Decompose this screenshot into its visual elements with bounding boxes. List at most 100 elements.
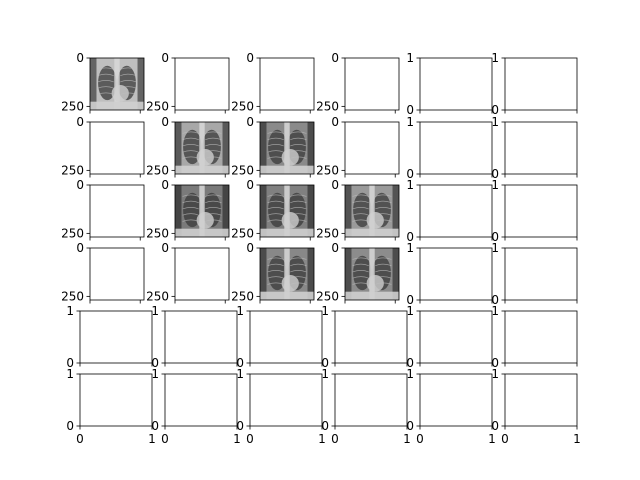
y-tick-label: 250 bbox=[61, 226, 84, 240]
xray-edge-right bbox=[307, 248, 314, 300]
axes-face bbox=[90, 122, 144, 174]
xray-heart bbox=[366, 212, 384, 229]
xray-rib bbox=[375, 207, 392, 210]
axes-frame bbox=[249, 310, 323, 364]
xray-rib bbox=[352, 213, 369, 216]
y-tick-label: 250 bbox=[146, 226, 169, 240]
axes-face bbox=[260, 58, 314, 110]
axes-frame bbox=[79, 310, 153, 364]
xray-rib bbox=[290, 144, 307, 147]
xray-rib bbox=[267, 131, 284, 134]
axes-face bbox=[80, 374, 152, 426]
xray-edge-right bbox=[137, 58, 144, 110]
xray-heart bbox=[111, 85, 129, 102]
y-tick-label: 1 bbox=[491, 115, 499, 129]
xray-rib bbox=[267, 144, 284, 147]
x-tick-label: 0 bbox=[76, 432, 84, 446]
y-tick-label: 0 bbox=[331, 51, 339, 65]
axes-face bbox=[420, 374, 492, 426]
y-tick-label: 250 bbox=[316, 99, 339, 113]
xray-rib bbox=[375, 219, 392, 222]
axes-frame bbox=[504, 121, 578, 175]
axes-frame bbox=[259, 121, 315, 175]
xray-rib bbox=[290, 194, 307, 197]
x-tick-label: 0 bbox=[416, 432, 424, 446]
axes-face bbox=[505, 311, 577, 363]
xray-rib bbox=[290, 131, 307, 134]
xray-rib bbox=[375, 276, 392, 279]
xray-rib bbox=[205, 219, 222, 222]
y-tick-label: 0 bbox=[76, 241, 84, 255]
xray-rib bbox=[352, 219, 369, 222]
axes-face bbox=[345, 58, 399, 110]
xray-abdomen bbox=[345, 291, 399, 300]
xray-image bbox=[175, 122, 229, 174]
axes-face bbox=[505, 374, 577, 426]
y-tick-label: 0 bbox=[406, 103, 414, 117]
xray-rib bbox=[375, 200, 392, 204]
y-tick-label: 1 bbox=[491, 304, 499, 318]
axes-frame bbox=[89, 184, 145, 238]
y-tick-label: 0 bbox=[321, 356, 329, 370]
y-tick-label: 0 bbox=[236, 419, 244, 433]
xray-rib bbox=[267, 282, 284, 285]
axes-frame bbox=[344, 184, 400, 238]
xray-rib bbox=[97, 67, 114, 70]
xray-edge-right bbox=[307, 185, 314, 237]
xray-rib bbox=[205, 200, 222, 204]
axes-frame bbox=[419, 121, 493, 175]
xray-abdomen bbox=[260, 165, 314, 174]
y-tick-label: 0 bbox=[491, 293, 499, 307]
xray-image bbox=[345, 185, 399, 237]
y-tick-label: 0 bbox=[491, 419, 499, 433]
xray-rib bbox=[290, 150, 307, 153]
xray-rib bbox=[267, 257, 284, 260]
y-tick-label: 0 bbox=[151, 356, 159, 370]
xray-abdomen bbox=[260, 228, 314, 237]
axes-face bbox=[335, 374, 407, 426]
xray-rib bbox=[182, 213, 199, 216]
axes-frame bbox=[504, 247, 578, 301]
xray-rib bbox=[352, 257, 369, 260]
axes-face bbox=[80, 311, 152, 363]
xray-rib bbox=[182, 200, 199, 204]
axes-frame bbox=[259, 247, 315, 301]
axes-frame bbox=[89, 57, 145, 111]
xray-rib bbox=[182, 156, 199, 159]
y-tick-label: 0 bbox=[66, 356, 74, 370]
y-tick-label: 0 bbox=[161, 51, 169, 65]
axes-frame bbox=[504, 373, 578, 427]
xray-rib bbox=[182, 207, 199, 210]
y-tick-label: 0 bbox=[331, 241, 339, 255]
axes-face bbox=[165, 374, 237, 426]
xray-rib bbox=[97, 80, 114, 83]
xray-rib bbox=[182, 150, 199, 153]
xray-rib bbox=[267, 150, 284, 153]
y-tick-label: 250 bbox=[231, 289, 254, 303]
xray-rib bbox=[182, 194, 199, 197]
y-tick-label: 0 bbox=[406, 419, 414, 433]
axes-face bbox=[175, 58, 229, 110]
xray-rib bbox=[375, 282, 392, 285]
xray-spine bbox=[284, 122, 290, 174]
y-tick-label: 1 bbox=[406, 304, 414, 318]
axes-frame bbox=[259, 184, 315, 238]
y-tick-label: 1 bbox=[491, 367, 499, 381]
y-tick-label: 1 bbox=[151, 367, 159, 381]
axes-face bbox=[420, 185, 492, 237]
y-tick-label: 250 bbox=[146, 163, 169, 177]
y-tick-label: 1 bbox=[321, 367, 329, 381]
xray-rib bbox=[267, 207, 284, 210]
y-tick-label: 0 bbox=[246, 51, 254, 65]
xray-rib bbox=[205, 150, 222, 153]
y-tick-label: 0 bbox=[406, 293, 414, 307]
xray-rib bbox=[205, 213, 222, 216]
y-tick-label: 0 bbox=[406, 356, 414, 370]
x-tick-label: 1 bbox=[488, 432, 496, 446]
xray-rib bbox=[352, 270, 369, 273]
axes-frame bbox=[419, 184, 493, 238]
xray-spine bbox=[199, 122, 205, 174]
xray-rib bbox=[267, 213, 284, 216]
axes-frame bbox=[419, 310, 493, 364]
x-tick-label: 1 bbox=[148, 432, 156, 446]
